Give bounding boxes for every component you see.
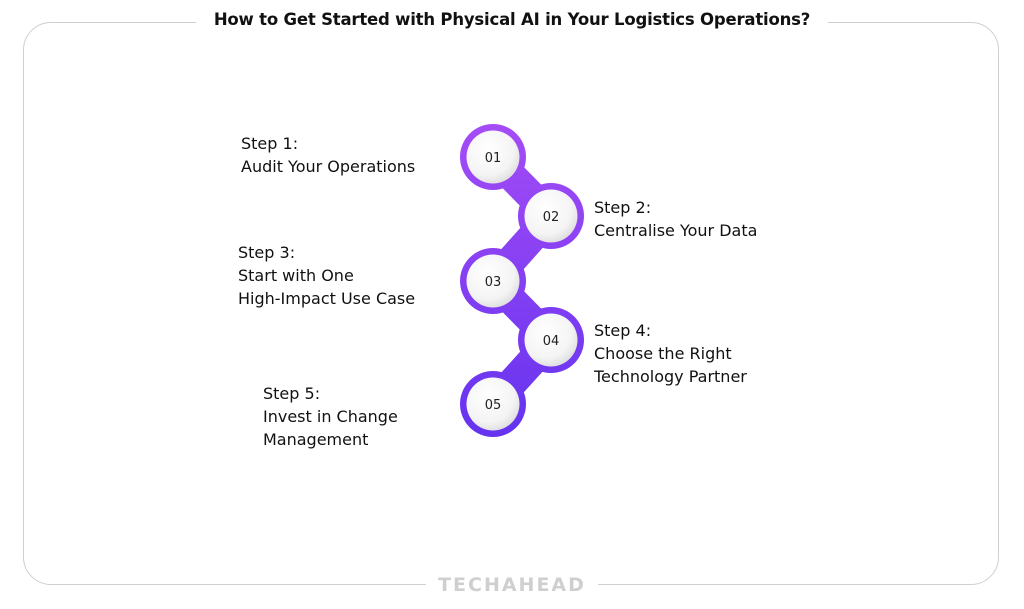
step-number: 05 xyxy=(485,398,502,413)
step-5-text: Step 5: Invest in Change Management xyxy=(263,384,398,449)
step-number: 03 xyxy=(485,275,502,290)
page-title: How to Get Started with Physical AI in Y… xyxy=(0,10,1024,29)
step-1-text: Step 1: Audit Your Operations xyxy=(241,134,416,176)
step-node-2: 02 xyxy=(518,183,584,249)
step-number: 01 xyxy=(485,151,502,166)
step-disc xyxy=(524,313,578,367)
step-disc xyxy=(524,189,578,243)
step-2-text: Step 2: Centralise Your Data xyxy=(594,198,758,240)
step-3-text: Step 3: Start with One High-Impact Use C… xyxy=(238,243,416,308)
techahead-logo: TECHAHEAD xyxy=(0,574,1024,596)
step-disc xyxy=(466,254,520,308)
step-disc xyxy=(466,377,520,431)
step-node-4: 04 xyxy=(518,307,584,373)
step-node-1: 01 xyxy=(460,124,526,190)
step-number: 04 xyxy=(543,334,560,349)
step-node-5: 05 xyxy=(460,371,526,437)
step-4-text: Step 4: Choose the Right Technology Part… xyxy=(594,321,747,386)
step-disc xyxy=(466,130,520,184)
step-number: 02 xyxy=(543,210,560,225)
step-node-3: 03 xyxy=(460,248,526,314)
